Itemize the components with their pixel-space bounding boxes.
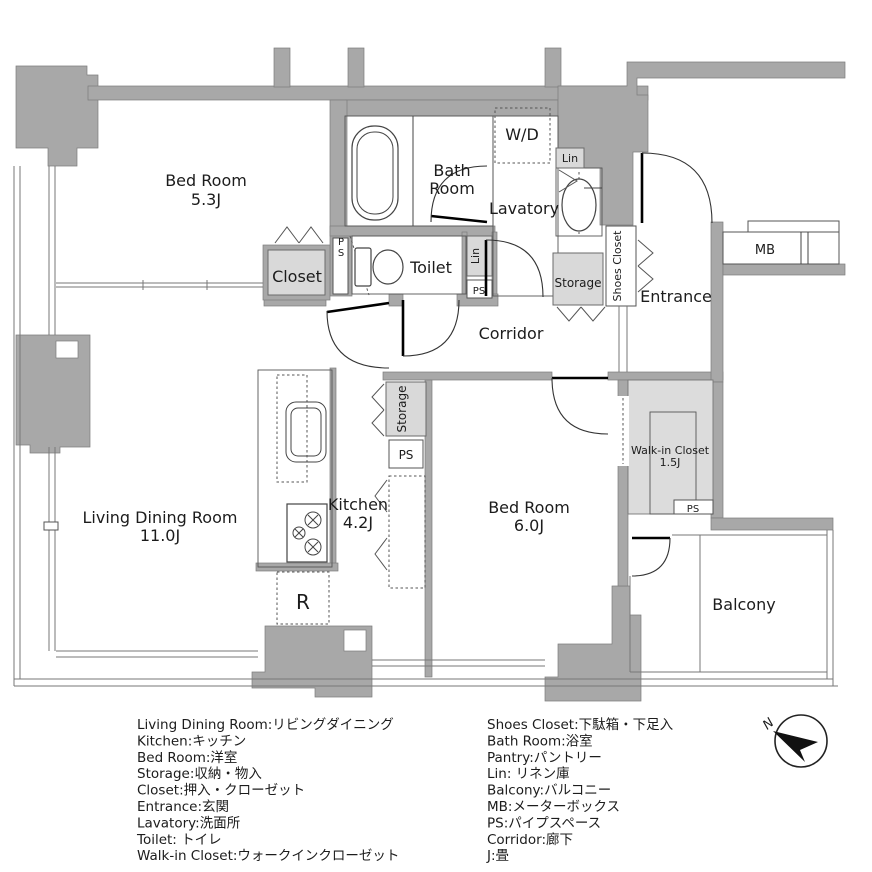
windows-and-edges: [13, 166, 838, 687]
pillar-top-left: [15, 65, 99, 167]
storage-boxes: [267, 147, 714, 515]
legend-right-item: PS:パイプスペース: [487, 815, 601, 831]
label-lavatory: Lavatory: [489, 199, 559, 218]
walkin-doorway: [617, 396, 629, 466]
legend-right-item: Lin: リネン庫: [487, 766, 570, 782]
room-outlines: [344, 115, 603, 297]
lin-lower-box: [466, 235, 493, 277]
storage-kitchen-box: [385, 381, 427, 437]
label-entrance: Entrance: [640, 287, 712, 306]
wall-top-right: [557, 61, 846, 226]
label-ps-walkin: PS: [687, 504, 699, 515]
shoes-closet-box: [605, 225, 637, 307]
closet-box: [267, 249, 326, 296]
legend-left-item: Toilet: トイレ: [136, 832, 222, 848]
legend-left-item: Kitchen:キッチン: [137, 733, 246, 749]
label-lin-lower: Lin: [469, 248, 482, 264]
label-living-size: 11.0J: [140, 526, 180, 545]
room-labels: Bed Room 5.3J Bath Room W/D Lavatory Lin…: [83, 125, 776, 614]
legend-left-item: Bed Room:洋室: [137, 749, 237, 766]
label-closet: Closet: [272, 267, 322, 286]
label-living-name: Living Dining Room: [83, 508, 238, 527]
toilet-bowl-icon: [372, 249, 404, 285]
compass-north-icon: N: [760, 714, 828, 768]
ps-walkin-box: [673, 499, 714, 515]
label-ps-toilet: PS: [473, 286, 485, 297]
pillar-bottom-right: [544, 585, 642, 702]
bathtub-icon: [351, 125, 399, 221]
legend-right-item: Pantry:パントリー: [487, 750, 602, 766]
door-leaf: [326, 301, 390, 314]
compass-north-label: N: [760, 715, 777, 733]
refrigerator-area: [276, 571, 330, 625]
label-bedroom1-size: 5.3J: [191, 190, 221, 209]
mb-box: [722, 231, 840, 265]
label-bedroom1-name: Bed Room: [165, 171, 247, 190]
legend-left-item: Living Dining Room:リビングダイニング: [137, 717, 394, 733]
washer-dryer-area: [494, 107, 551, 164]
label-storage-hall: Storage: [555, 276, 602, 290]
doors: [326, 152, 713, 577]
room-toilet: [351, 235, 467, 295]
label-bedroom2-size: 6.0J: [514, 516, 544, 535]
label-bathroom-line1: Bath: [433, 161, 470, 180]
legend-left-item: Closet:押入・クローゼット: [137, 783, 305, 799]
label-kitchen-size: 4.2J: [343, 513, 373, 532]
label-refrigerator: R: [296, 590, 310, 614]
toilet-tank-icon: [354, 247, 372, 287]
label-walkin-name: Walk-in Closet: [631, 444, 710, 457]
walkin-closet-area: [627, 379, 714, 515]
lavatory-sink-icon: [561, 178, 597, 232]
bath-door-leaf: [430, 214, 488, 224]
service-boxes: [332, 220, 840, 515]
label-toilet: Toilet: [409, 258, 452, 277]
legend-right-item: MB:メーターボックス: [487, 799, 620, 815]
legend-left-item: Entrance:玄関: [137, 798, 229, 815]
fixtures: [257, 125, 602, 568]
legend-left-item: Storage:収納・物入: [137, 766, 262, 782]
label-walkin-size: 1.5J: [660, 456, 681, 469]
label-storage-kitchen: Storage: [395, 386, 409, 433]
room-lavatory: [492, 115, 559, 297]
ps-bedroom-box: [332, 237, 349, 295]
label-ps-kitchen: PS: [399, 448, 414, 462]
legend-right-item: Bath Room:浴室: [487, 732, 593, 749]
legend-right-item: J:畳: [486, 848, 509, 864]
storage-hall-box: [552, 252, 604, 306]
stove-burners-icon: [292, 511, 322, 556]
legend: Living Dining Room:リビングダイニング Kitchen:キッチ…: [136, 717, 674, 864]
label-lin-upper: Lin: [562, 152, 578, 165]
label-balcony: Balcony: [712, 595, 775, 614]
label-ps-bedroom: PS: [336, 237, 347, 259]
label-mb: MB: [755, 243, 775, 258]
lin-upper-box: [555, 147, 585, 169]
label-bathroom-line2: Room: [429, 179, 475, 198]
legend-right-item: Balcony:バルコニー: [487, 783, 611, 799]
mb-duct: [747, 220, 840, 233]
label-shoes-closet: Shoes Closet: [611, 230, 624, 302]
folding-door-marks: [274, 169, 654, 571]
legend-left-item: Lavatory:洗面所: [137, 815, 240, 831]
label-kitchen-name: Kitchen: [328, 495, 388, 514]
legend-right-item: Shoes Closet:下駄箱・下足入: [487, 717, 674, 733]
label-corridor: Corridor: [479, 324, 544, 343]
label-washer-dryer: W/D: [505, 125, 539, 144]
legend-right-item: Corridor:廊下: [487, 831, 573, 848]
label-bedroom2-name: Bed Room: [488, 498, 570, 517]
legend-left-item: Walk-in Closet:ウォークインクローゼット: [137, 848, 399, 864]
ps-kitchen-box: [388, 439, 424, 469]
pantry-area: [388, 475, 426, 589]
kitchen-sink-icon: [285, 401, 327, 463]
kitchen-counter: [257, 369, 333, 568]
pillar-left-mid: [15, 334, 91, 454]
